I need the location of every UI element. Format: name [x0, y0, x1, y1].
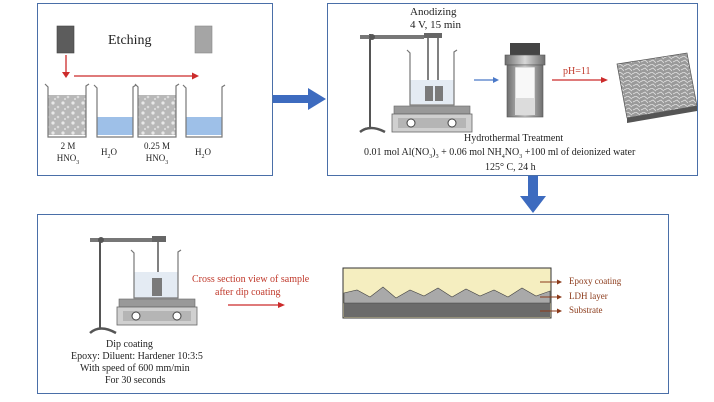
dip-beaker — [130, 249, 182, 299]
ph-label: pH=11 — [563, 66, 591, 77]
etching-sample-light — [194, 25, 213, 54]
etching-panel — [37, 3, 273, 176]
hydrothermal-recipe: 0.01 mol Al(NO3)3 + 0.06 mol NH4NO3 +100… — [364, 147, 636, 161]
layer-label-arrows — [540, 279, 562, 314]
layer-label-ldh: LDH layer — [569, 291, 608, 301]
beaker-water-1 — [93, 84, 137, 138]
cross-section-diagram — [342, 267, 552, 319]
dip-hotplate — [116, 298, 198, 326]
anodizing-title: Anodizing — [410, 6, 457, 18]
ph-red-arrow — [552, 77, 608, 83]
anodizing-hotplate — [391, 105, 473, 133]
dip-coating-ratio: Epoxy: Diluent: Hardener 10:3:5 — [71, 351, 203, 362]
hydrothermal-title: Hydrothermal Treatment — [464, 133, 564, 144]
anodizing-beaker — [406, 49, 458, 106]
etching-red-arrows — [62, 55, 199, 80]
beaker-label-025m: 0.25 M HNO3 — [143, 141, 170, 166]
beaker-025m-hno3 — [134, 83, 180, 138]
etching-title: Etching — [108, 33, 152, 48]
layer-label-epoxy: Epoxy coating — [569, 276, 622, 286]
beaker-water-2 — [182, 84, 226, 138]
beaker-label-water-2: H2O — [195, 147, 211, 160]
hydrothermal-conditions: 125° C, 24 h — [485, 162, 536, 173]
dip-stand — [89, 236, 166, 335]
dip-coating-speed: With speed of 600 mm/min — [80, 363, 190, 374]
beaker-2m-hno3 — [44, 83, 90, 138]
dip-coating-duration: For 30 seconds — [105, 375, 166, 386]
autoclave — [504, 43, 546, 118]
flow-arrow-down — [520, 176, 546, 213]
ldh-sample-block — [616, 52, 698, 123]
cross-section-caption-line1: Cross section view of sample — [192, 274, 310, 285]
small-blue-arrow — [474, 77, 499, 83]
flow-arrow-right — [273, 88, 326, 110]
beaker-label-water-1: H2O — [101, 147, 117, 160]
dip-coating-title: Dip coating — [106, 339, 153, 350]
ldh-layer — [343, 286, 551, 304]
anodizing-params: 4 V, 15 min — [410, 19, 461, 31]
etching-sample-dark — [56, 25, 75, 54]
cross-section-red-arrow — [228, 302, 285, 308]
cross-section-caption-line2: after dip coating — [215, 287, 281, 298]
beaker-label-2m: 2 M HNO3 — [56, 141, 80, 166]
layer-label-substrate: Substrate — [569, 305, 603, 315]
